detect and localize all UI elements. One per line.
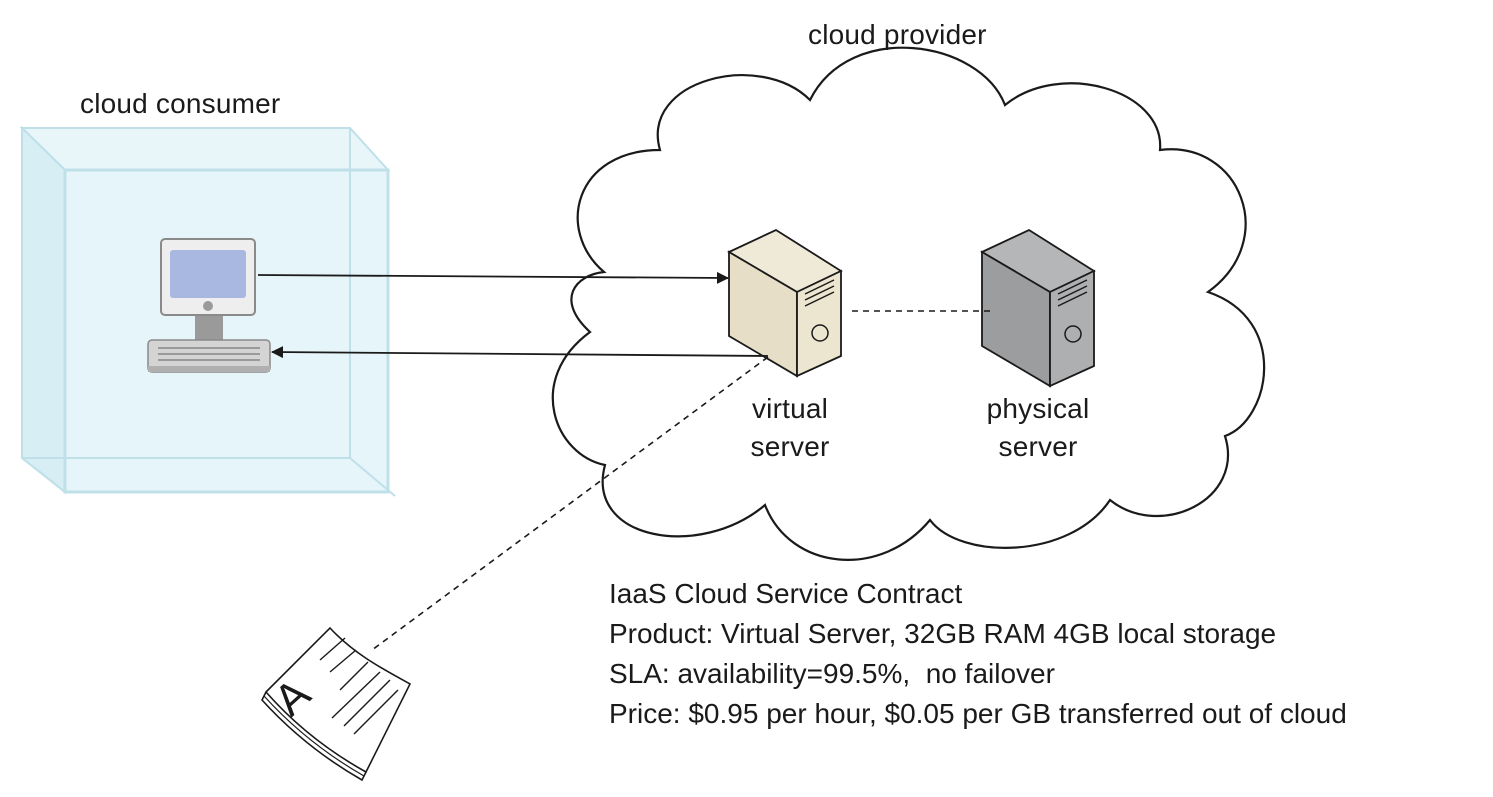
cloud-consumer-label: cloud consumer — [80, 88, 281, 119]
response-arrow — [271, 346, 769, 359]
contract-text: IaaS Cloud Service Contract Product: Vir… — [609, 574, 1347, 734]
contract-link-dashed — [371, 356, 769, 651]
physical-server-label: physical server — [968, 390, 1108, 467]
physical-server-label-line2: server — [998, 431, 1078, 463]
physical-server-label-line1: physical — [986, 393, 1090, 424]
contract-document-icon: A — [261, 626, 412, 782]
cloud-consumer-box — [19, 125, 396, 497]
physical-server-icon — [980, 228, 1096, 388]
request-arrow — [257, 271, 729, 284]
cloud-provider-label: cloud provider — [808, 19, 987, 50]
virtual-server-label-line1: virtual — [751, 393, 829, 424]
virtual-server-label-line2: server — [750, 431, 830, 463]
virtual-server-icon — [727, 228, 843, 378]
cloud-provider-shape — [551, 46, 1266, 561]
workstation-icon — [147, 238, 271, 373]
contract-price: Price: $0.95 per hour, $0.05 per GB tran… — [609, 698, 1347, 729]
contract-sla: SLA: availability=99.5%, no failover — [609, 658, 1055, 689]
contract-title: IaaS Cloud Service Contract — [609, 578, 963, 609]
virtual-server-label: virtual server — [730, 390, 850, 467]
contract-product: Product: Virtual Server, 32GB RAM 4GB lo… — [609, 618, 1277, 649]
